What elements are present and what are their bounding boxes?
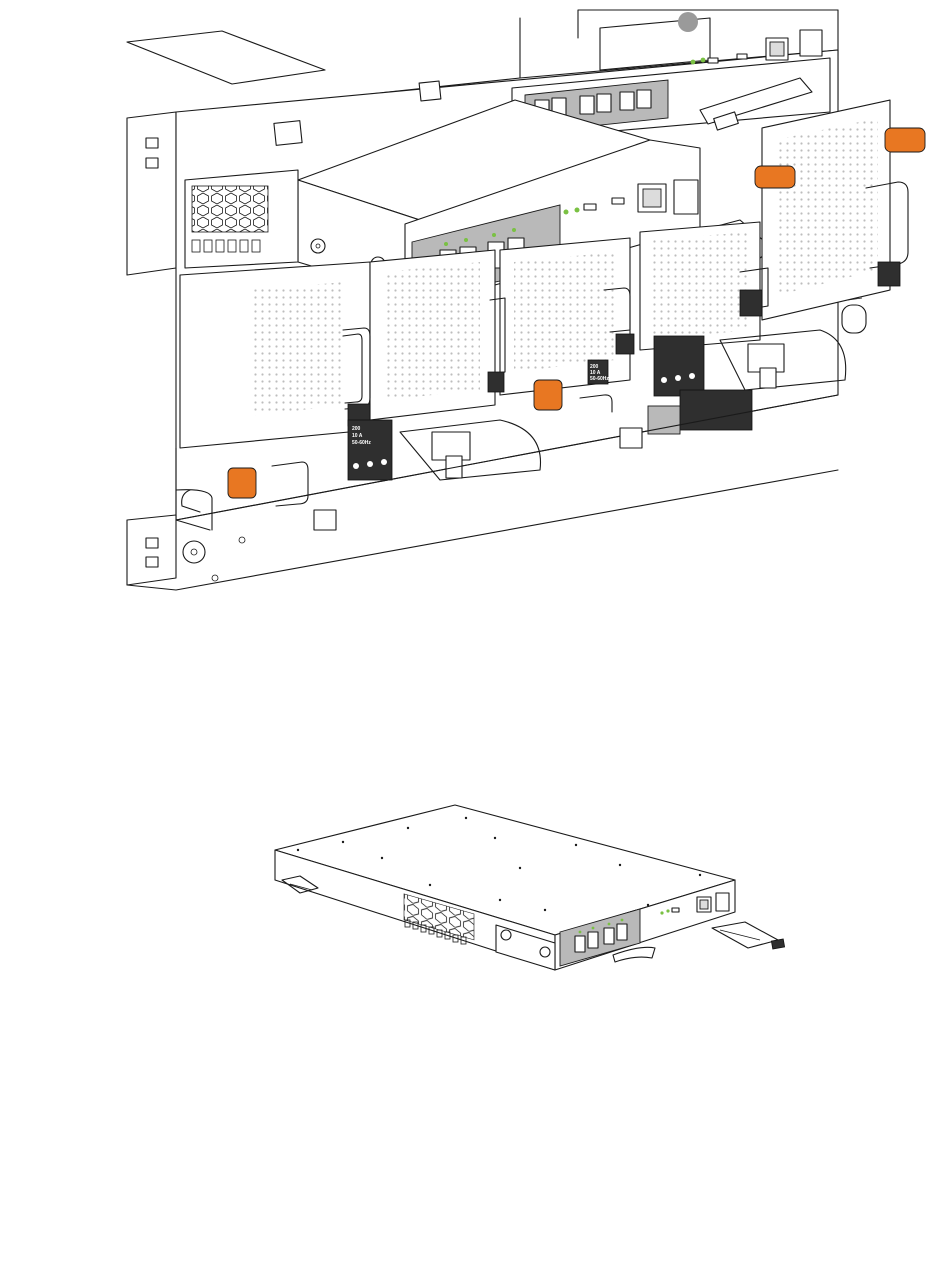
release-tab-4 <box>885 128 925 152</box>
chassis-top-cover <box>127 31 325 84</box>
release-tab-3 <box>755 166 795 188</box>
usb-port <box>584 204 596 210</box>
psu-label-2-line3: 50-60Hz <box>590 376 609 382</box>
usb-port-upper <box>708 58 718 63</box>
controller-module-isolated <box>275 805 785 970</box>
module-usb-port <box>672 908 679 912</box>
ground-symbol <box>842 298 866 333</box>
release-tab-1 <box>228 468 256 498</box>
release-tab-2 <box>534 380 562 410</box>
psu-label-1-line2: 10 A <box>352 433 363 439</box>
vent-grille-left <box>185 170 298 268</box>
enclosure-rear-view: 200 10 A 50-60Hz 200 10 A 50-60Hz <box>127 10 925 590</box>
rack-ear-lower <box>127 515 245 585</box>
psu-label-1-line1: 200 <box>352 426 361 432</box>
psu-label-1-line3: 50-60Hz <box>352 440 371 446</box>
